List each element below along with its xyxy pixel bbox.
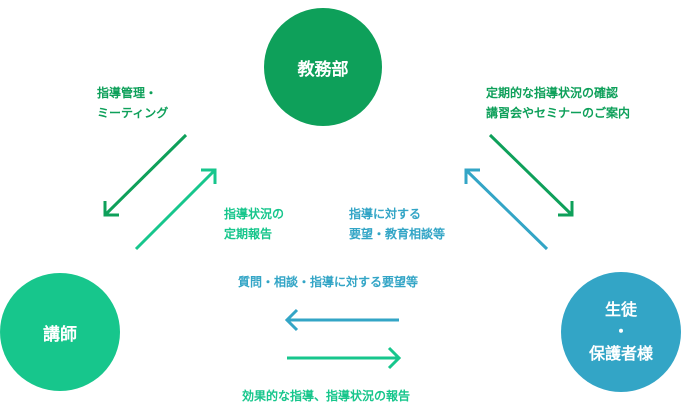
label-line: ミーティング [97,106,169,120]
node-seito-line-2: ・ [612,322,629,341]
node-koshi: 講師 [0,273,120,391]
label-line: 指導管理・ [97,86,158,100]
label-koshi-to-kyomu: 指導状況の 定期報告 [224,204,284,244]
label-line: 指導状況の [224,207,285,221]
node-koshi-label: 講師 [43,324,77,345]
arrow-seito-to-kyomu [464,168,549,251]
label-kyomu-to-koshi: 指導管理・ ミーティング [97,83,168,123]
arrow-koshi-to-seito [287,346,402,370]
label-kyomu-to-seito: 定期的な指導状況の確認 講習会やセミナーのご案内 [486,83,630,123]
arrow-seito-to-koshi [284,308,399,332]
node-seito-hogosha: 生徒 ・ 保護者様 [561,272,681,392]
label-seito-to-kyomu: 指導に対する 要望・教育相談等 [349,204,445,244]
label-line: 定期的な指導状況の確認 [486,86,619,100]
label-line: 指導に対する [349,207,422,221]
label-line: 質問・相談・指導に対する要望等 [238,275,419,289]
arrow-koshi-to-kyomu [134,168,217,251]
node-kyomubu-label: 教務部 [297,59,349,80]
node-seito-line-1: 生徒 [604,300,637,319]
label-seito-to-koshi: 質問・相談・指導に対する要望等 [238,272,418,292]
node-seito-line-3: 保護者様 [588,344,653,363]
arrow-kyomu-to-koshi [103,133,188,217]
node-kyomubu: 教務部 [264,8,382,126]
label-koshi-to-seito: 効果的な指導、指導状況の報告 [242,386,410,406]
label-line: 講習会やセミナーのご案内 [486,106,631,120]
label-line: 定期報告 [224,227,273,241]
label-line: 効果的な指導、指導状況の報告 [242,389,411,403]
label-line: 要望・教育相談等 [349,227,446,241]
arrow-kyomu-to-seito [488,133,574,217]
